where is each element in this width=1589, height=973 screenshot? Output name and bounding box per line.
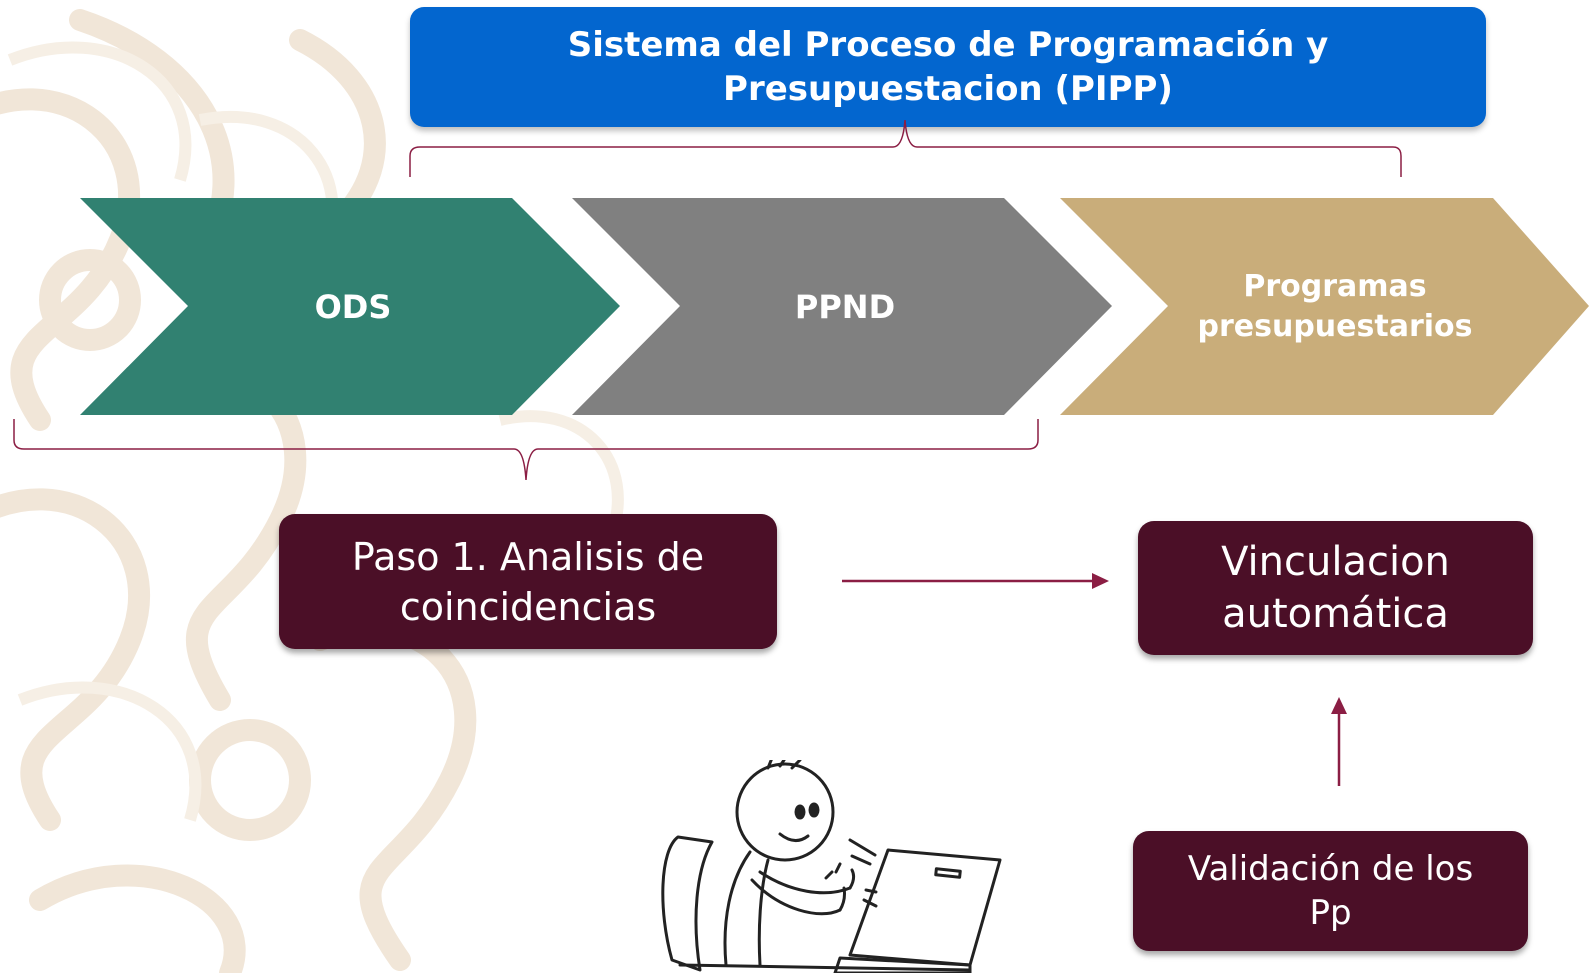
step-vinculacion-line-2: automática bbox=[1222, 591, 1449, 637]
chevron-programas bbox=[1060, 198, 1589, 415]
top-bracket bbox=[409, 119, 1402, 177]
step-validacion-line-2: Pp bbox=[1309, 893, 1352, 933]
arrow-head-up bbox=[1331, 697, 1347, 714]
step-analisis-line-1: Paso 1. Analisis de bbox=[351, 534, 705, 579]
step-vinculacion-box: Vinculacion automática bbox=[1138, 521, 1533, 655]
chevron-label-programas: Programas presupuestarios bbox=[1160, 198, 1510, 415]
chevron-programas-line-2: presupuestarios bbox=[1197, 308, 1473, 344]
person-at-laptop-icon bbox=[661, 760, 1002, 973]
chevron-label-ods: ODS bbox=[188, 198, 518, 415]
chevron-label-ppnd: PPND bbox=[680, 198, 1010, 415]
chevron-ods bbox=[80, 198, 620, 415]
title-line-1: Sistema del Proceso de Programación y bbox=[567, 25, 1329, 65]
step-validacion-box: Validación de los Pp bbox=[1133, 831, 1528, 951]
arrow-head-right bbox=[1092, 573, 1109, 589]
chevron-ppnd bbox=[572, 198, 1112, 415]
step-analisis-line-2: coincidencias bbox=[399, 584, 657, 629]
step-validacion-line-1: Validación de los bbox=[1187, 849, 1474, 889]
bottom-bracket bbox=[13, 419, 1039, 481]
chevron-programas-line-1: Programas bbox=[1243, 268, 1427, 304]
title-line-2: Presupuestacion (PIPP) bbox=[723, 69, 1173, 109]
step-analisis-box: Paso 1. Analisis de coincidencias bbox=[279, 514, 777, 649]
chevron-ppnd-text: PPND bbox=[794, 287, 896, 326]
chevron-ods-text: ODS bbox=[314, 287, 392, 326]
step-vinculacion-line-1: Vinculacion bbox=[1221, 539, 1450, 585]
pipp-title-box: Sistema del Proceso de Programación y Pr… bbox=[410, 7, 1486, 127]
